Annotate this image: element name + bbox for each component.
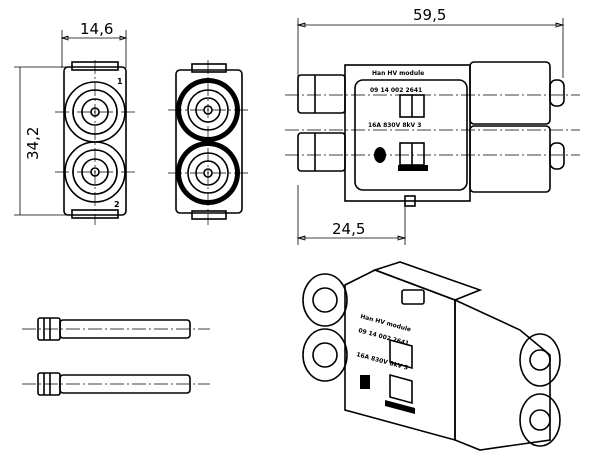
iso-marking-rating: 16A 830V 8kV 3 <box>355 351 408 372</box>
front-view-rear: 14,6 34,2 1 2 <box>14 20 135 225</box>
module-marking-partnumber: 09 14 002 2641 <box>370 87 422 94</box>
module-marking-rating: 16A 830V 8kV 3 <box>368 122 421 129</box>
dimension-width: 14,6 <box>80 20 113 38</box>
isometric-view: Han HV module 09 14 002 2641 16A 830V 8k… <box>302 261 561 451</box>
side-view: 59,5 24,5 Han HV module 09 14 002 2641 1… <box>285 6 580 245</box>
front-view-mating <box>168 60 250 225</box>
contact-pins <box>22 317 210 396</box>
module-marking-name: Han HV module <box>372 70 424 77</box>
dimension-total-length: 59,5 <box>413 6 446 24</box>
pin-label-1: 1 <box>117 77 123 86</box>
dimension-height: 34,2 <box>24 127 42 160</box>
dimension-partial-length: 24,5 <box>332 220 365 238</box>
pin-label-2: 2 <box>114 200 120 209</box>
